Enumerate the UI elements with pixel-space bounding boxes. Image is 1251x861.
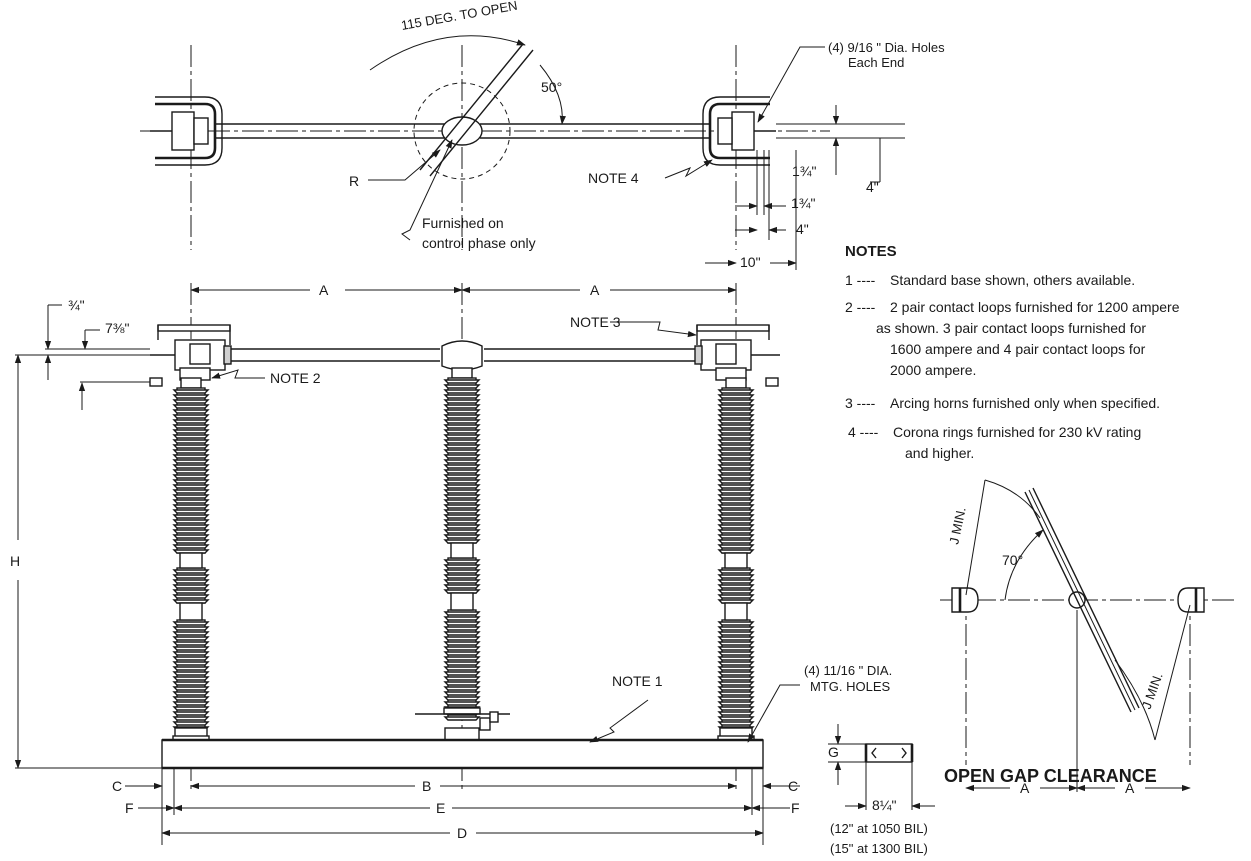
- note-3-line: Arcing horns furnished only when specifi…: [890, 395, 1160, 411]
- front-blade: [150, 340, 780, 371]
- note1-label: NOTE 1: [612, 673, 663, 689]
- front-right-contact: [694, 324, 779, 387]
- notes-block: NOTES 1 ---- Standard base shown, others…: [845, 243, 1180, 461]
- furnished-label: Furnished on: [422, 215, 504, 231]
- base-detail: G 8¼" (12" at 1050 BIL) (15" at 1300 BIL…: [828, 724, 935, 856]
- note-3-num: 3 ----: [845, 395, 876, 411]
- note-4-num: 4 ----: [848, 424, 879, 440]
- dim-a-gap-right: A: [1125, 780, 1135, 796]
- bil-1300: (15" at 1300 BIL): [830, 841, 928, 856]
- mtg-holes-label: (4) 11/16 " DIA.: [804, 663, 892, 678]
- mtg-holes-label-2: MTG. HOLES: [810, 679, 891, 694]
- dim-f-left: F: [125, 800, 134, 816]
- note-2-line: 2 pair contact loops furnished for 1200 …: [890, 299, 1180, 315]
- angle-70-label: 70°: [1002, 552, 1023, 568]
- note-2-line: as shown. 3 pair contact loops furnished…: [876, 320, 1146, 336]
- open-gap-heading: OPEN GAP CLEARANCE: [944, 766, 1157, 786]
- note-1-num: 1 ----: [845, 272, 876, 288]
- dim-8-1-4: 8¼": [872, 797, 896, 813]
- dim-a-left: A: [319, 282, 329, 298]
- note-2-line: 2000 ampere.: [890, 362, 976, 378]
- dim-h: H: [10, 553, 20, 569]
- note-4-line: and higher.: [905, 445, 974, 461]
- j-min-upper: J MIN.: [946, 506, 968, 546]
- top-left-contact: [150, 96, 223, 166]
- insulator-right: [717, 377, 755, 743]
- dim-3-4: ¾": [68, 297, 85, 313]
- dim-a-gap-left: A: [1020, 780, 1030, 796]
- note3-label: NOTE 3: [570, 314, 621, 330]
- angle-open-label: 115 DEG. TO OPEN: [400, 0, 519, 33]
- dim-10: 10": [740, 254, 761, 270]
- notes-title: NOTES: [845, 243, 897, 260]
- note4-label: NOTE 4: [588, 170, 639, 186]
- base-channel: [161, 738, 764, 770]
- dim-b: B: [422, 778, 431, 794]
- holes-label: (4) 9/16 " Dia. Holes: [828, 40, 945, 55]
- r-label: R: [349, 173, 359, 189]
- dim-g: G: [828, 744, 839, 760]
- j-min-lower: J MIN.: [1139, 671, 1166, 711]
- furnished-label-2: control phase only: [422, 235, 536, 251]
- angle-50-label: 50°: [541, 79, 562, 95]
- front-view: A A ¾" 7⅜" NOTE 2 NOTE 3 H NOTE 1 (4) 11…: [10, 282, 892, 845]
- holes-label-2: Each End: [848, 55, 904, 70]
- note-1-line: Standard base shown, others available.: [890, 272, 1135, 288]
- dim-1-3-4-lower: 1¾": [791, 195, 815, 211]
- bil-1050: (12" at 1050 BIL): [830, 821, 928, 836]
- front-left-contact: [149, 324, 232, 387]
- dim-e: E: [436, 800, 445, 816]
- insulator-center: [443, 367, 481, 721]
- dim-7-3-8: 7⅜": [105, 320, 129, 336]
- open-gap-view: 70° J MIN. J MIN. A A OPEN GAP CLEARANCE: [940, 479, 1235, 796]
- dim-4-upper: 4": [866, 179, 879, 195]
- note2-label: NOTE 2: [270, 370, 321, 386]
- dim-a-right: A: [590, 282, 600, 298]
- note-2-num: 2 ----: [845, 299, 876, 315]
- dim-c-right: C: [788, 778, 798, 794]
- top-view: 115 DEG. TO OPEN 50° (4) 9/16 " Dia. Hol…: [140, 0, 945, 270]
- dim-c-left: C: [112, 778, 122, 794]
- top-right-contact: [702, 96, 776, 166]
- note-4-line: Corona rings furnished for 230 kV rating: [893, 424, 1141, 440]
- dim-1-3-4-upper: 1¾": [792, 163, 816, 179]
- dim-f-right: F: [791, 800, 800, 816]
- note-2-line: 1600 ampere and 4 pair contact loops for: [890, 341, 1146, 357]
- dim-4-lower: 4": [796, 221, 809, 237]
- insulator-left: [172, 377, 210, 743]
- dim-d: D: [457, 825, 467, 841]
